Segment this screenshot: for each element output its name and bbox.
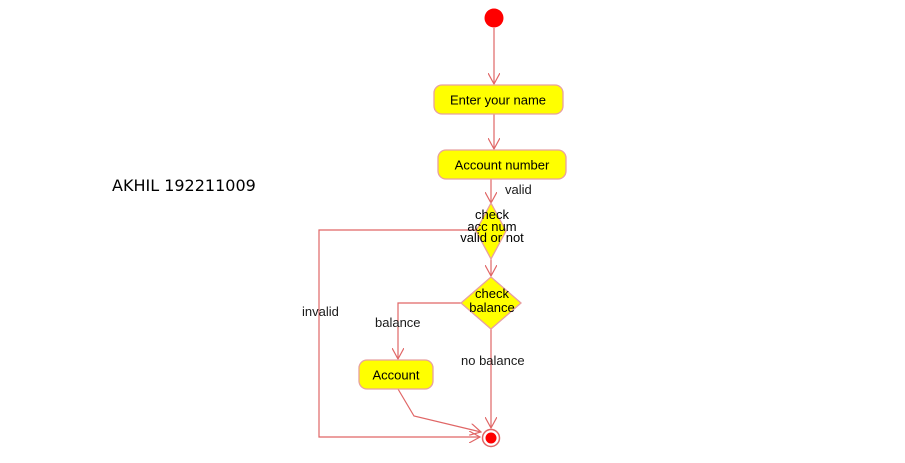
decision-acc-valid: check acc num valid or not [460, 201, 524, 261]
edge-label-balance: balance [375, 315, 421, 330]
action-enter-name: Enter your name [433, 84, 564, 115]
edge-balance [398, 302, 477, 359]
author-label: AKHIL 192211009 [112, 176, 256, 195]
decision-balance: check balance [460, 276, 522, 330]
decision-acc-line-1: check [475, 207, 509, 222]
action-account-label: Account [373, 368, 420, 383]
edge-label-invalid: invalid [302, 304, 339, 319]
action-account: Account [358, 359, 434, 390]
edge-label-no-balance: no balance [461, 353, 525, 368]
edge-invalid [318, 229, 480, 437]
decision-balance-line-1: check [475, 286, 509, 301]
decision-balance-line-2: balance [469, 300, 515, 315]
edge-label-valid: valid [505, 182, 532, 197]
edge-account-to-end [397, 388, 481, 432]
edges [318, 28, 494, 437]
action-account-number-label: Account number [455, 158, 550, 173]
start-node [484, 8, 504, 28]
end-node [481, 428, 501, 448]
decision-acc-line-3: valid or not [460, 230, 524, 245]
decision-acc-line-2: acc num [467, 219, 516, 234]
action-account-number: Account number [437, 149, 567, 180]
action-enter-name-label: Enter your name [450, 93, 546, 108]
